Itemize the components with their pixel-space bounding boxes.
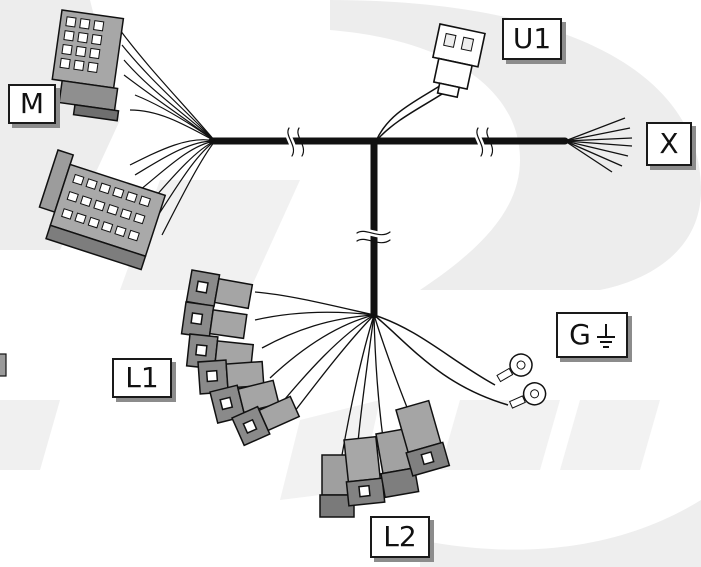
label-m: M <box>8 84 56 124</box>
label-g-text: G <box>569 318 591 351</box>
label-g: G <box>556 312 628 358</box>
l1-wires <box>254 291 375 421</box>
ground-terminals <box>373 314 547 409</box>
label-u1-text: U1 <box>512 22 552 55</box>
l1-connectors <box>180 269 301 447</box>
x-wire-ends <box>564 117 633 173</box>
edge-connector-fragment <box>0 353 7 377</box>
label-x-text: X <box>659 127 679 160</box>
label-x: X <box>646 122 692 166</box>
label-l2: L2 <box>370 516 430 558</box>
ground-symbol-icon <box>596 322 615 348</box>
m-upper-connector <box>51 9 125 122</box>
m-lower-connector <box>38 149 167 271</box>
label-l2-text: L2 <box>383 520 417 553</box>
label-u1: U1 <box>502 18 562 60</box>
main-cable <box>208 125 569 319</box>
label-m-text: M <box>19 87 45 120</box>
label-l1-text: L1 <box>125 361 159 394</box>
label-l1: L1 <box>112 358 172 398</box>
u1-connector <box>375 23 486 142</box>
m-wires <box>119 29 216 236</box>
l2-connectors <box>319 399 451 518</box>
